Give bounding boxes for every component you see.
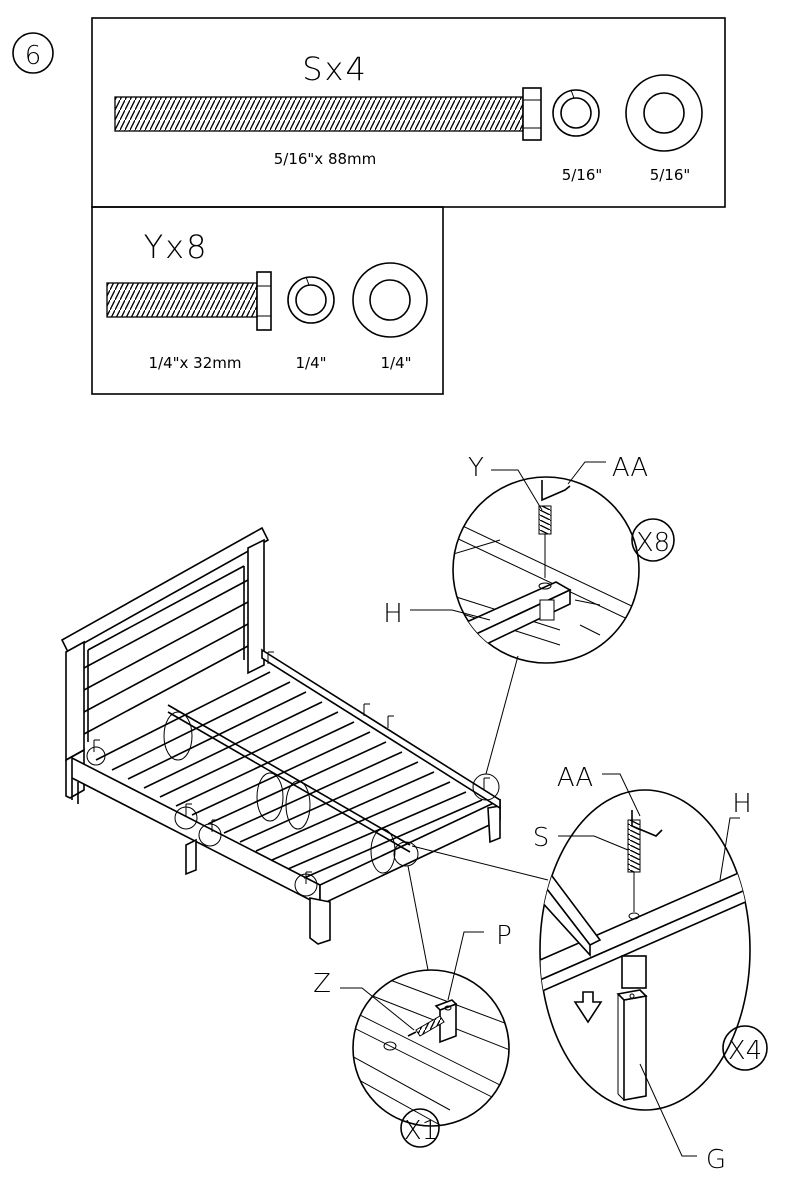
detail-right-count: X4: [728, 1036, 762, 1066]
step-number-badge: 6: [12, 32, 54, 74]
screw-z-icon: [407, 1015, 445, 1037]
detail-right: X4 AA S H G: [533, 763, 768, 1175]
bolt-y-detail-icon: [538, 480, 571, 590]
detail-bottom-bracket-label: P: [496, 921, 512, 951]
slats: [95, 671, 483, 879]
flat-washer-s-size: 5/16": [650, 166, 691, 184]
bolt-y-icon: [106, 271, 272, 331]
parts-box-y: Yx8 1/4"x 32mm 1/4" 1/4": [91, 206, 444, 395]
detail-bottom-count: X1: [404, 1116, 438, 1146]
step-number: 6: [25, 41, 42, 71]
flat-washer-s-icon: [625, 74, 703, 152]
detail-bottom-screw-label: Z: [313, 969, 331, 999]
foot-rail: [309, 798, 501, 945]
leader-lines: [407, 655, 549, 971]
bed-frame: [60, 526, 501, 945]
detail-right-rail-label: H: [732, 789, 752, 819]
detail-top-count: X8: [636, 528, 670, 558]
detail-right-leg-label: G: [706, 1145, 726, 1175]
detail-top-tool-label: AA: [612, 453, 648, 483]
lock-washer-s-size: 5/16": [562, 166, 603, 184]
bolt-s-title: Sx4: [302, 50, 368, 88]
flat-washer-y-size: 1/4": [380, 354, 411, 372]
lock-washer-s-icon: [552, 89, 600, 137]
headboard: [60, 526, 270, 799]
lock-washer-y-size: 1/4": [295, 354, 326, 372]
bolt-s-size: 5/16"x 88mm: [274, 150, 377, 168]
detail-bottom: X1 Z P: [313, 921, 512, 1148]
bolt-y-title: Yx8: [144, 228, 209, 266]
detail-top: X8 Y AA H: [383, 453, 675, 664]
down-arrow-icon: [573, 991, 603, 1024]
detail-right-tool-label: AA: [557, 763, 593, 793]
detail-top-bolt-label: Y: [468, 453, 484, 483]
lock-washer-y-icon: [287, 276, 335, 324]
detail-right-bolt-label: S: [533, 823, 550, 853]
bolt-s-icon: [114, 87, 542, 141]
leg-g-icon: [616, 989, 648, 1101]
detail-top-rail-label: H: [383, 599, 403, 629]
bolt-y-size: 1/4"x 32mm: [149, 354, 242, 372]
bolt-s-detail-icon: [627, 810, 663, 920]
flat-washer-y-icon: [352, 262, 428, 338]
parts-box-s: Sx4 5/16"x 88mm 5/16" 5/16": [91, 17, 726, 208]
